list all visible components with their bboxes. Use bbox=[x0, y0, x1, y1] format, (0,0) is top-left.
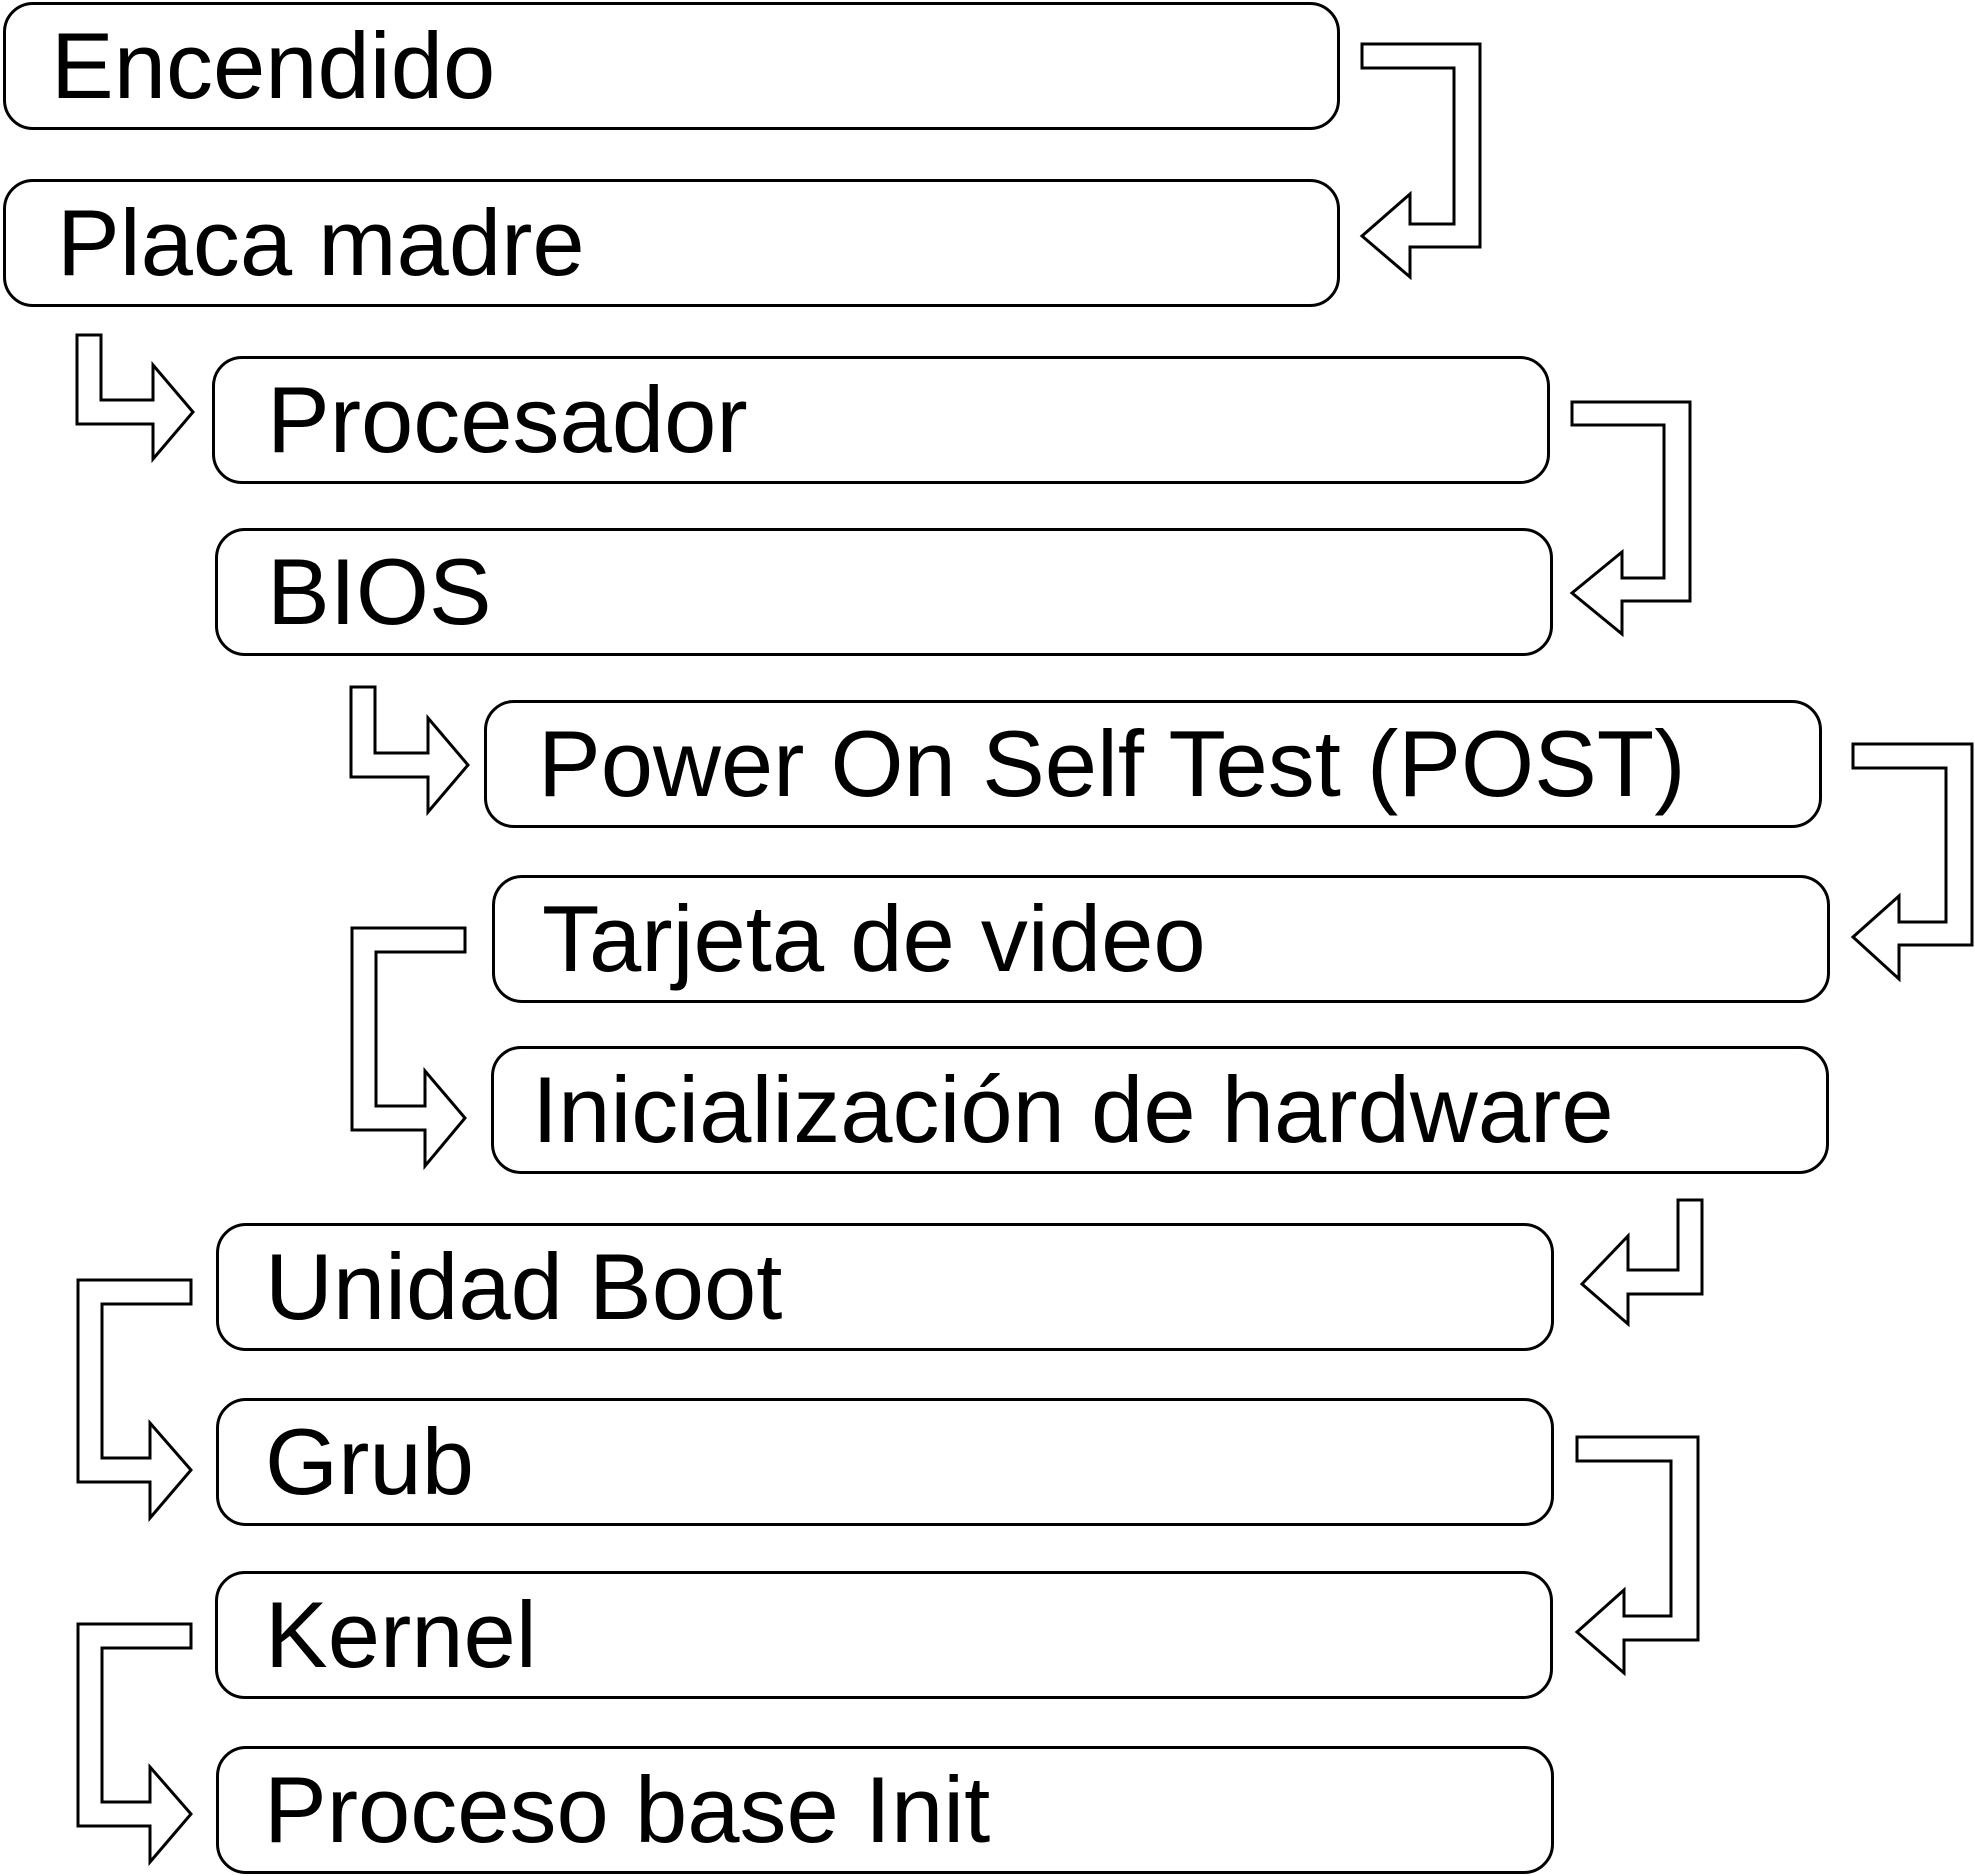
step-label: Unidad Boot bbox=[265, 1234, 783, 1339]
arrow-post-to-tarjeta bbox=[1850, 742, 1974, 983]
step-label: Placa madre bbox=[57, 190, 585, 295]
step-unidad-boot: Unidad Boot bbox=[216, 1223, 1554, 1351]
arrow-grub-to-kernel bbox=[1574, 1435, 1700, 1677]
step-label: Inicialización de hardware bbox=[532, 1057, 1614, 1162]
step-post: Power On Self Test (POST) bbox=[484, 700, 1822, 828]
step-label: Grub bbox=[265, 1409, 474, 1514]
step-proceso-base-init: Proceso base Init bbox=[216, 1746, 1554, 1874]
step-label: Tarjeta de video bbox=[542, 886, 1206, 991]
step-inicializacion-de-hardware: Inicialización de hardware bbox=[491, 1046, 1829, 1174]
arrow-placa-madre-to-procesador bbox=[75, 333, 195, 464]
step-encendido: Encendido bbox=[3, 2, 1340, 130]
step-bios: BIOS bbox=[215, 528, 1553, 656]
step-label: Kernel bbox=[265, 1582, 537, 1687]
step-label: Power On Self Test (POST) bbox=[538, 711, 1686, 816]
arrow-unidad-boot-to-grub bbox=[76, 1278, 193, 1523]
step-label: BIOS bbox=[267, 539, 492, 644]
step-label: Proceso base Init bbox=[264, 1757, 991, 1862]
step-label: Encendido bbox=[51, 13, 496, 118]
step-procesador: Procesador bbox=[212, 356, 1550, 484]
step-placa-madre: Placa madre bbox=[3, 179, 1340, 307]
arrow-procesador-to-bios bbox=[1569, 400, 1692, 638]
arrow-kernel-to-init bbox=[76, 1622, 193, 1867]
step-kernel: Kernel bbox=[215, 1571, 1553, 1699]
step-grub: Grub bbox=[216, 1398, 1554, 1526]
step-label: Procesador bbox=[267, 367, 748, 472]
arrow-hardware-to-unidad-boot bbox=[1579, 1198, 1704, 1328]
arrow-bios-to-post bbox=[349, 685, 470, 817]
step-tarjeta-de-video: Tarjeta de video bbox=[492, 875, 1830, 1003]
arrow-tarjeta-to-hardware bbox=[350, 926, 467, 1171]
arrow-encendido-to-placa-madre bbox=[1359, 42, 1482, 281]
